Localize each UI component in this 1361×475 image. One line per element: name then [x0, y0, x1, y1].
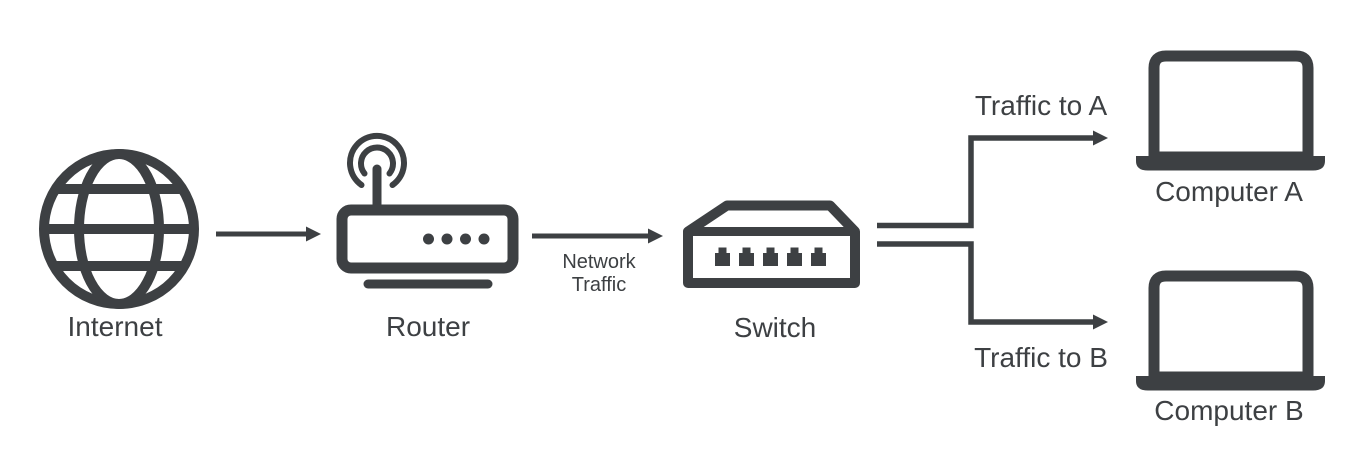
router-signal-inner-arc	[358, 144, 396, 177]
edge-path	[877, 135, 1094, 229]
switch-ports	[715, 247, 826, 266]
arrowhead-icon	[1093, 130, 1108, 146]
switch-port	[739, 247, 754, 266]
switch-label: Switch	[733, 312, 817, 343]
switch-port	[811, 247, 826, 266]
arrowhead-icon	[1093, 314, 1108, 330]
router-signal-outer-arc	[347, 132, 407, 188]
internet-label: Internet	[67, 311, 163, 342]
edge-switch-to-computer-a	[877, 130, 1108, 229]
globe-icon	[39, 149, 199, 309]
arrow-internet-to-router	[216, 226, 321, 242]
router-icon	[336, 132, 519, 289]
switch-body	[683, 200, 860, 288]
traffic-to-a-label: Traffic to A	[974, 90, 1108, 121]
laptop-screen	[1148, 50, 1314, 163]
arrow-router-to-switch	[532, 228, 663, 244]
network-traffic-label: Network Traffic	[562, 251, 636, 296]
computer-a-label: Computer A	[1155, 176, 1303, 207]
laptop-icon	[1136, 50, 1325, 171]
laptop-base	[1136, 156, 1325, 171]
edge-path	[877, 241, 1094, 325]
arrowhead-icon	[306, 226, 321, 242]
router-led	[478, 233, 490, 245]
switch-port	[787, 247, 802, 266]
laptop-base	[1136, 376, 1325, 391]
router-led	[441, 233, 453, 245]
router-led	[460, 233, 471, 245]
switch-icon	[683, 200, 860, 288]
arrowhead-icon	[648, 228, 663, 244]
router-led	[423, 233, 434, 245]
switch-port	[763, 247, 778, 266]
laptop-icon	[1136, 270, 1325, 391]
edge-switch-to-computer-b	[877, 241, 1108, 330]
router-label: Router	[385, 311, 471, 342]
laptop-screen	[1148, 270, 1314, 383]
switch-port	[715, 247, 730, 266]
traffic-to-b-label: Traffic to B	[974, 342, 1108, 373]
computer-b-label: Computer B	[1154, 395, 1304, 426]
